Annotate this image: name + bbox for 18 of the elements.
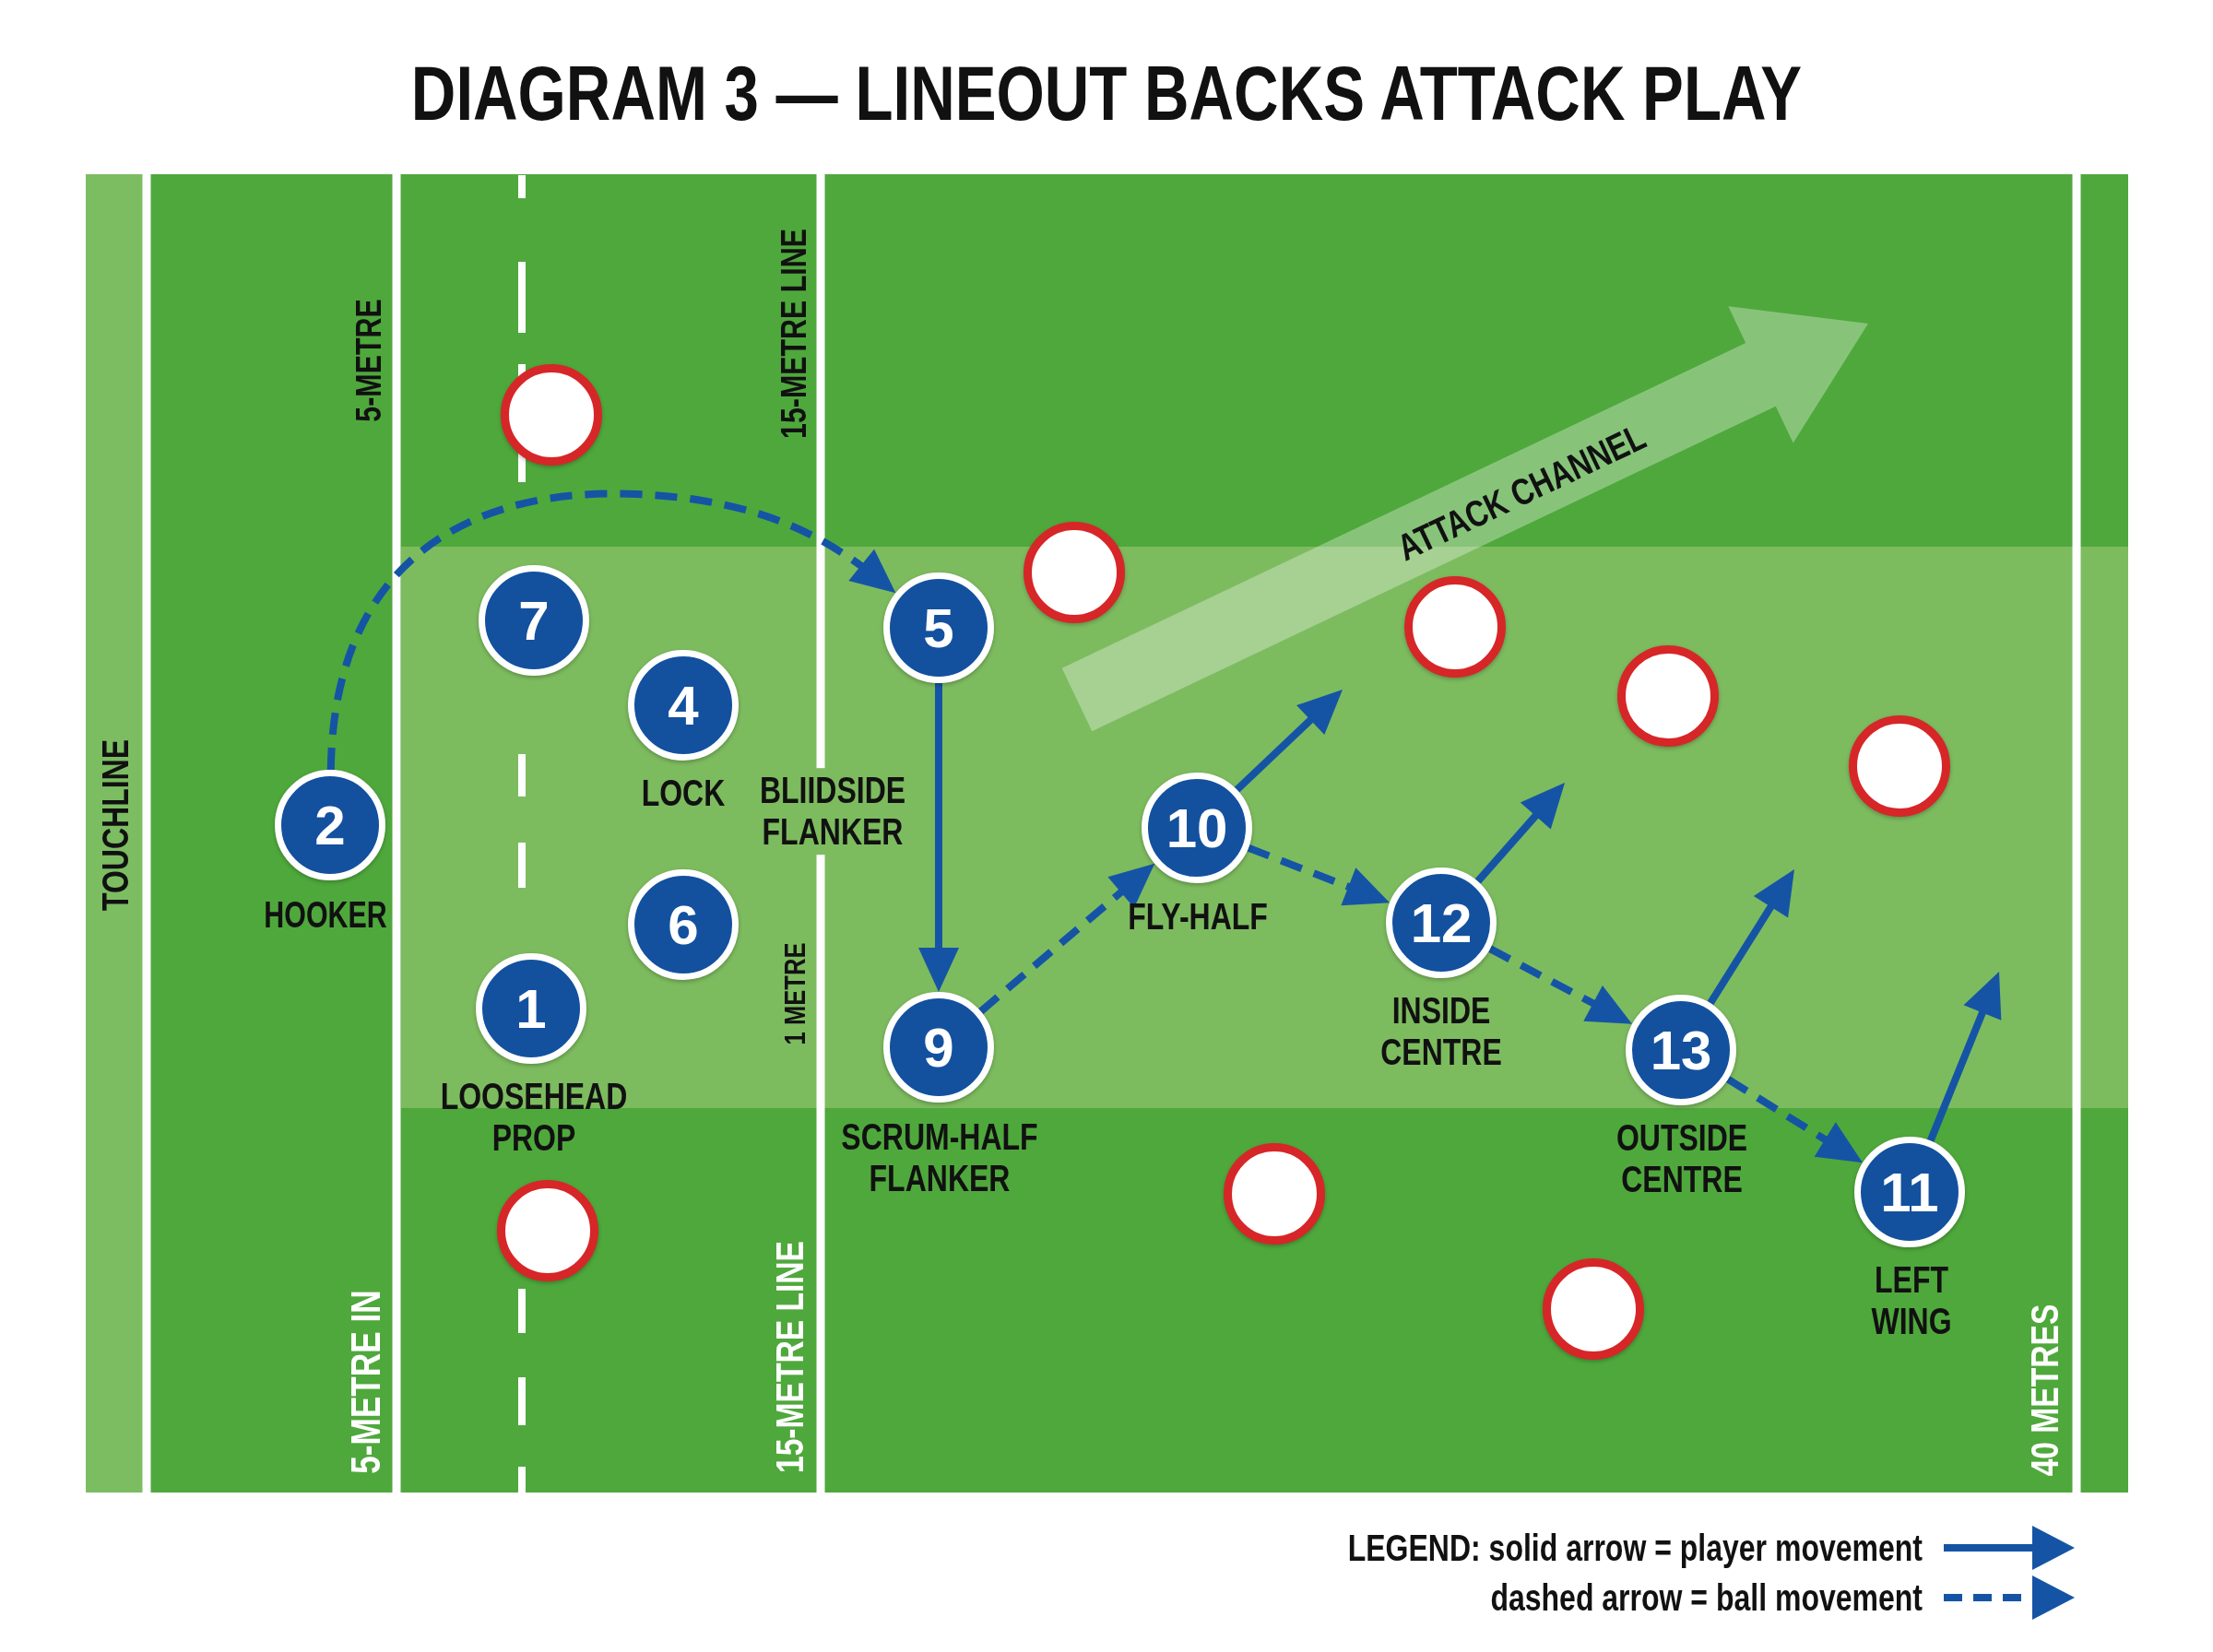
position-label: FLY-HALF [1128,895,1268,938]
line-label: 15-METRE LINE [768,1241,812,1473]
position-label: HOOKER [264,893,387,936]
touchline-label: TOUCHLINE [94,738,136,912]
line-label: 5-METRE [349,299,389,422]
title: DIAGRAM 3 — LINEOUT BACKS ATTACK PLAY [410,49,1803,137]
legend-text: dashed arrow = ball movement [1490,1576,1923,1619]
position-label: LEFT WING [1870,1259,1953,1342]
position-label: OUTSIDE CENTRE [1615,1117,1749,1200]
distance-label: 40 METRES [2023,1304,2067,1477]
distance-label: 1 METRE [779,942,812,1045]
position-label: INSIDE CENTRE [1379,990,1503,1073]
line-label: 5-METRE IN [343,1290,389,1474]
position-label: LOOSEHEAD PROP [439,1076,629,1159]
position-label: SCRUM-HALF FLANKER [840,1116,1039,1199]
line-label: 15-METRE LINE [774,229,814,439]
position-label: LOCK [641,772,726,814]
legend-text: LEGEND: solid arrow = player movement [1347,1527,1923,1569]
